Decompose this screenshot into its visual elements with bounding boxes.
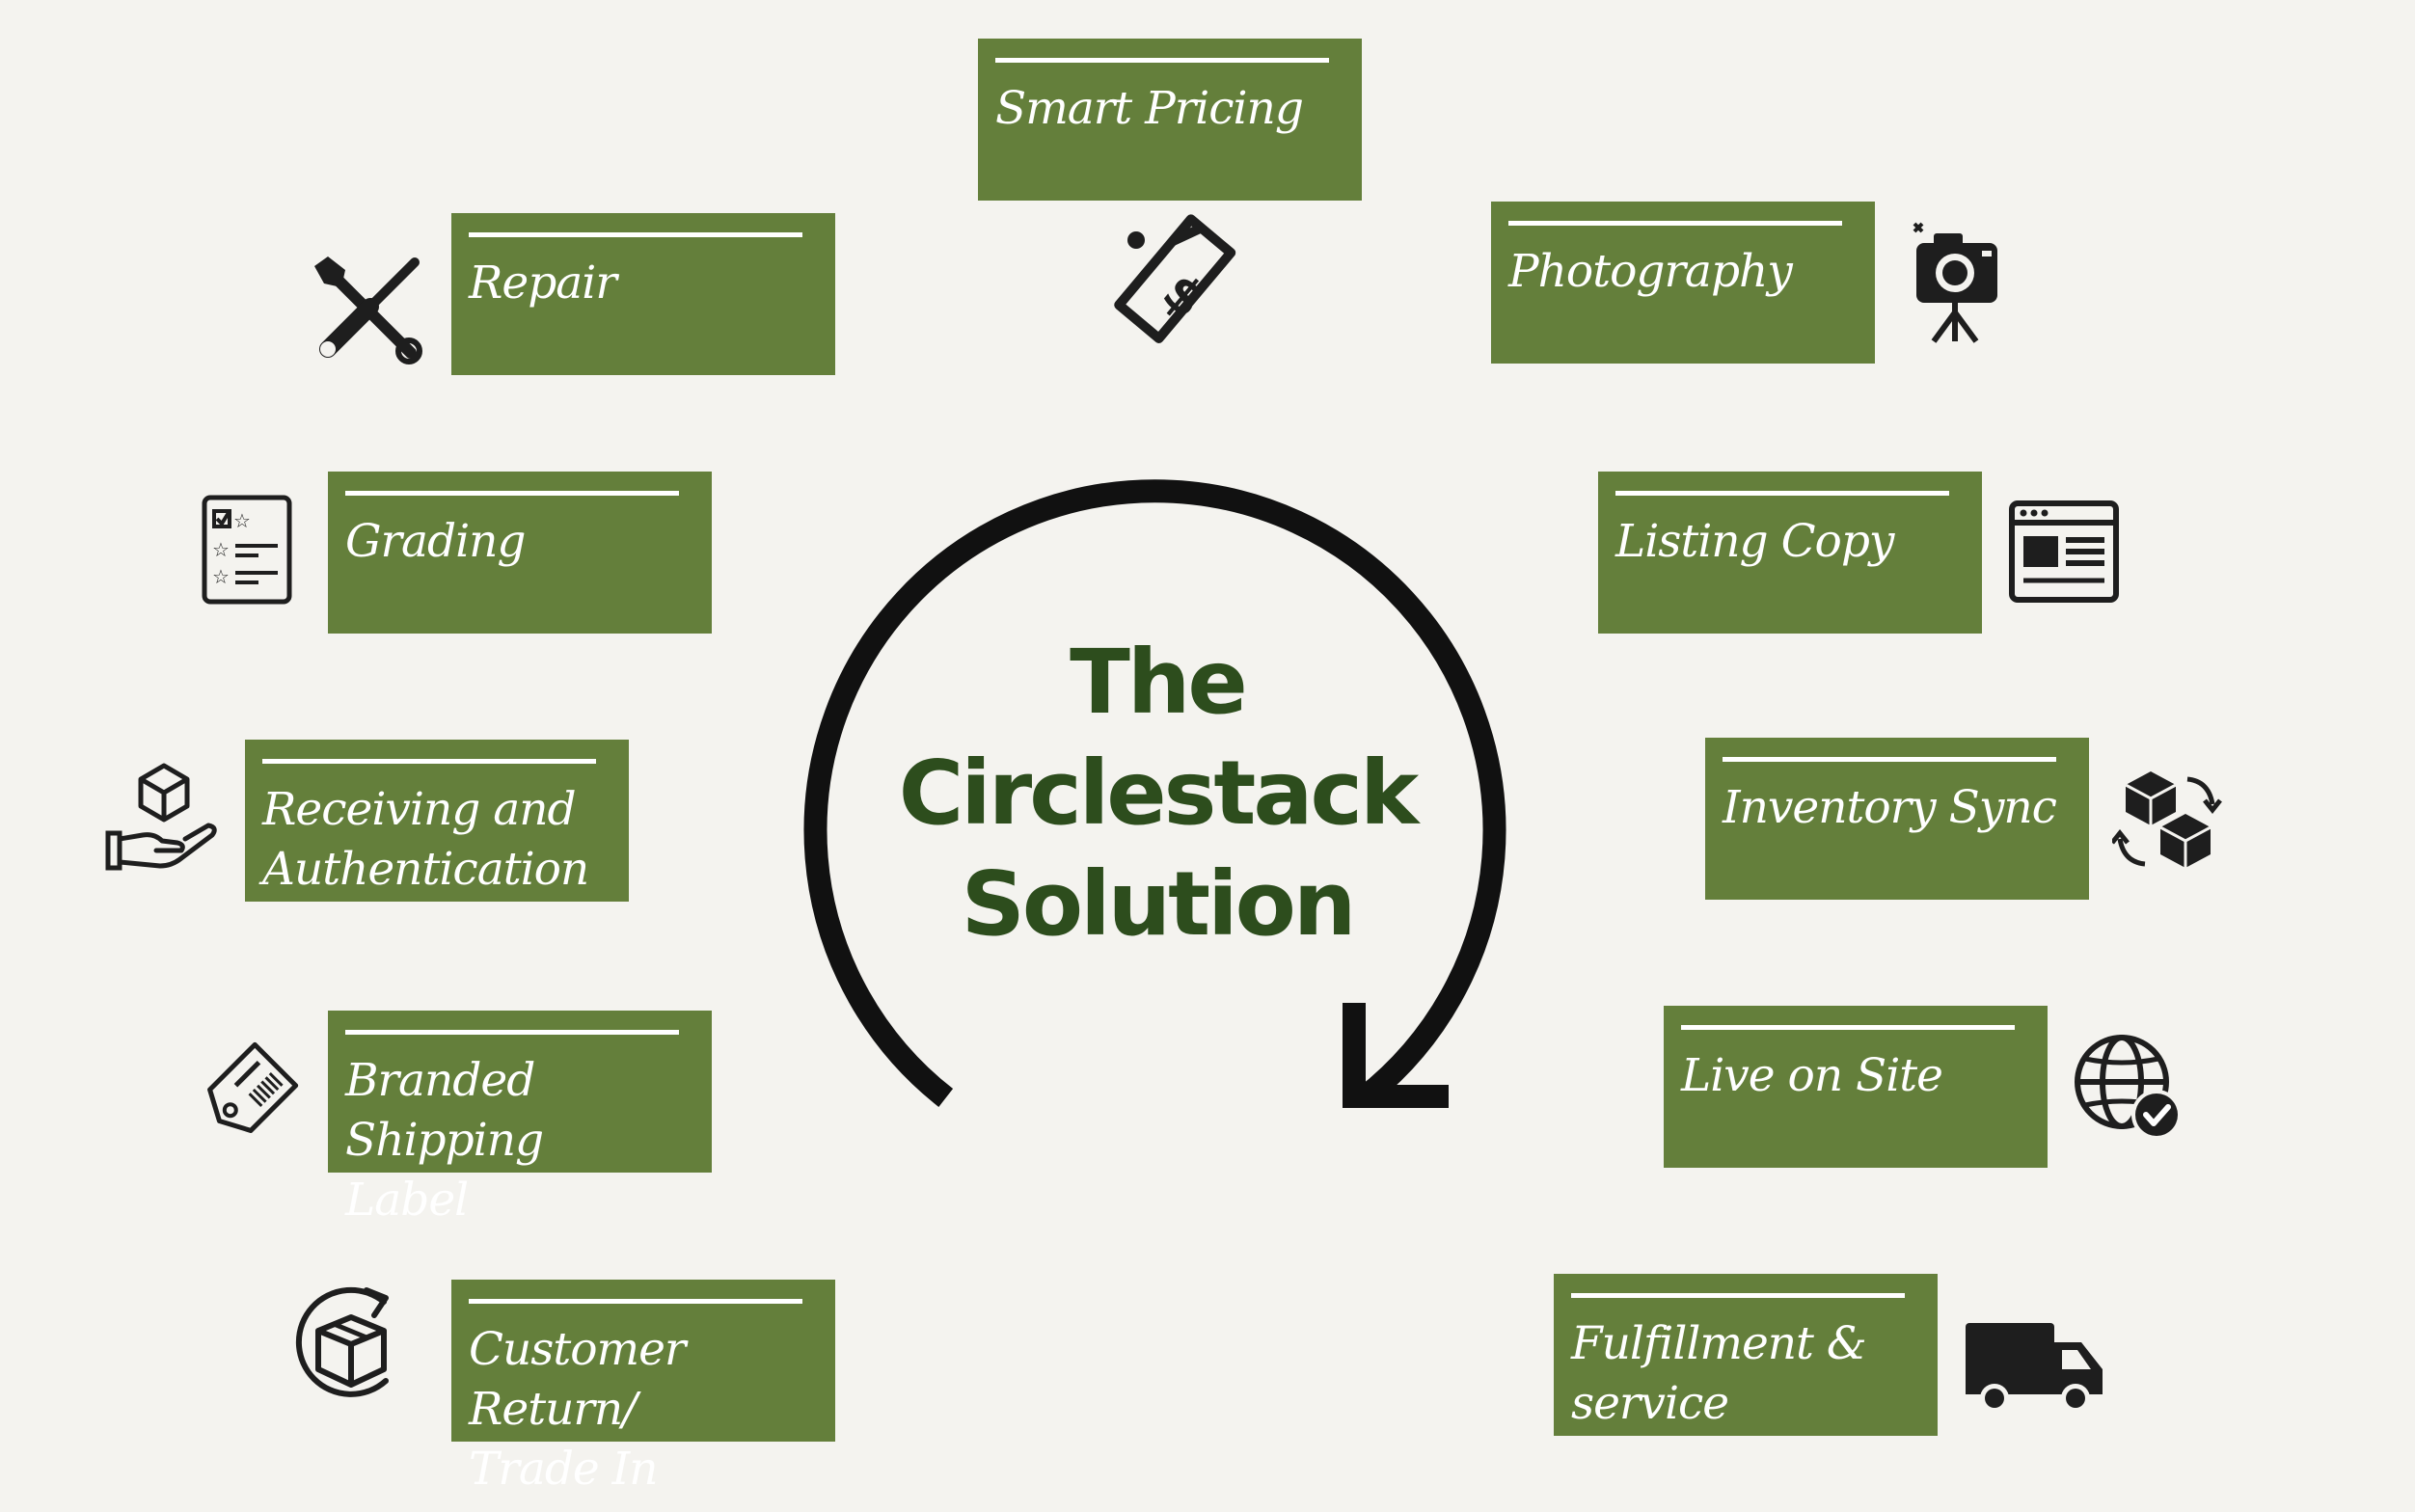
step-receiving-authentication: Receiving and Authentication xyxy=(245,740,629,902)
step-label: Grading xyxy=(345,515,527,568)
camera-tripod-icon xyxy=(1905,220,2021,345)
hand-holding-box-icon xyxy=(104,758,224,878)
step-repair: Repair xyxy=(451,213,835,375)
center-title-line-1: The xyxy=(1070,631,1248,734)
step-fulfillment-service: Fulfillment & service xyxy=(1554,1274,1938,1436)
step-customer-return-trade-in: Customer Return/ Trade In xyxy=(451,1280,835,1496)
web-page-listing-icon xyxy=(2008,500,2120,604)
wrench-screwdriver-icon xyxy=(307,249,432,374)
step-label: Fulfillment & service xyxy=(1571,1317,1867,1430)
step-smart-pricing: Smart Pricing xyxy=(978,39,1362,201)
box-rule xyxy=(262,759,596,764)
center-title-line-2: Circlestack xyxy=(898,742,1419,845)
box-rule xyxy=(345,491,679,496)
step-label: Smart Pricing xyxy=(995,82,1304,135)
boxes-sync-icon xyxy=(2112,764,2228,879)
price-tag-dollar-icon: $ xyxy=(1099,210,1244,355)
step-grading: Grading xyxy=(328,472,712,634)
step-photography: Photography xyxy=(1491,202,1875,364)
box-rule xyxy=(1508,221,1842,226)
box-rule xyxy=(469,232,802,237)
box-rule xyxy=(1681,1025,2015,1030)
svg-text:☆: ☆ xyxy=(212,538,230,561)
step-listing-copy: Listing Copy xyxy=(1598,472,1982,634)
svg-text:$: $ xyxy=(1152,263,1215,330)
step-live-on-site: Live on Site xyxy=(1664,1006,2048,1168)
step-label: Listing Copy xyxy=(1615,515,1894,568)
delivery-truck-icon xyxy=(1962,1319,2106,1416)
box-rule xyxy=(1571,1293,1905,1298)
step-inventory-sync: Inventory Sync xyxy=(1705,738,2089,900)
step-label: Live on Site xyxy=(1681,1049,1943,1102)
cycle-arrow xyxy=(803,479,1506,1108)
box-rule xyxy=(1615,491,1949,496)
step-branded-shipping-label: Branded Shipping Label xyxy=(328,1011,712,1227)
step-label: Receiving and Authentication xyxy=(262,783,589,896)
box-rule xyxy=(1723,757,2056,762)
center-title-line-3: Solution xyxy=(961,852,1357,956)
svg-text:☆: ☆ xyxy=(233,509,251,532)
globe-check-icon xyxy=(2072,1032,2187,1148)
svg-text:☆: ☆ xyxy=(212,565,230,588)
rating-checklist-icon: ☆ ☆ ☆ xyxy=(201,494,293,606)
center-title: The Circlestack Solution xyxy=(868,627,1447,959)
step-label: Branded Shipping Label xyxy=(345,1054,544,1227)
box-rule xyxy=(469,1299,802,1304)
step-label: Repair xyxy=(469,256,617,310)
step-label: Photography xyxy=(1508,245,1793,298)
shipping-label-tag-icon xyxy=(193,1032,309,1148)
box-return-arrow-icon xyxy=(289,1281,409,1406)
step-label: Inventory Sync xyxy=(1723,781,2057,834)
box-rule xyxy=(345,1030,679,1035)
step-label: Customer Return/ Trade In xyxy=(469,1323,686,1496)
box-rule xyxy=(995,58,1329,63)
